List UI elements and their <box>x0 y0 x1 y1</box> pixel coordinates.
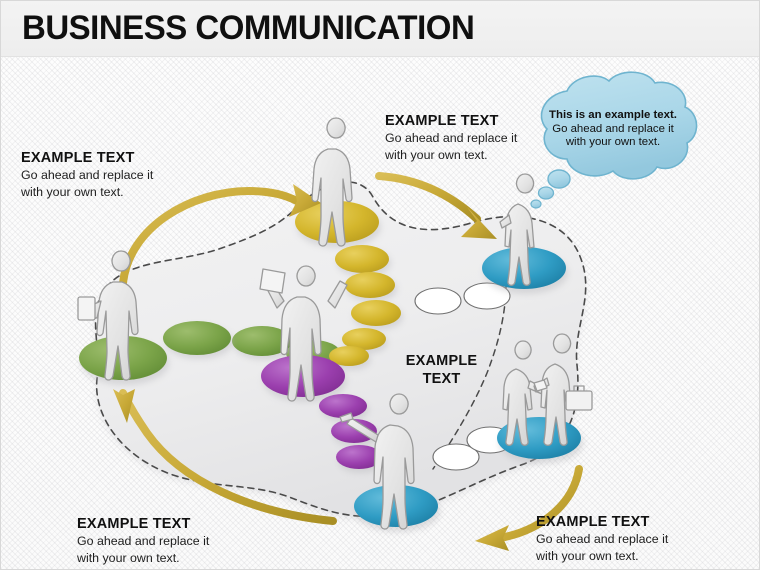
stone-white-1[interactable] <box>414 287 462 315</box>
callout-center[interactable]: EXAMPLE TEXT <box>384 352 499 388</box>
stone-gold-2[interactable] <box>335 245 391 277</box>
callout-top-line2: with your own text. <box>385 148 488 162</box>
thought-bubble <box>530 71 698 209</box>
arrow-left-to-top <box>119 184 321 287</box>
callout-bottom-right-line2: with your own text. <box>536 549 639 563</box>
callout-left[interactable]: EXAMPLE TEXT Go ahead and replace it wit… <box>21 150 153 200</box>
callout-center-line2: TEXT <box>422 371 461 387</box>
callout-left-line1: Go ahead and replace it <box>21 168 154 182</box>
callout-bottom-left-line1: Go ahead and replace it <box>77 534 210 548</box>
thought-bubble-dot-3 <box>530 199 542 209</box>
thought-bubble-line3: with your own text. <box>565 136 661 148</box>
callout-bottom-left-line2: with your own text. <box>77 551 180 565</box>
stone-white-2[interactable] <box>463 282 511 310</box>
thought-bubble-cloud <box>540 71 698 180</box>
stone-gold-3[interactable] <box>345 272 397 302</box>
stone-purple-2[interactable] <box>319 394 369 422</box>
thought-bubble-dot-1 <box>547 169 571 189</box>
stone-green-2[interactable] <box>163 321 233 359</box>
thought-bubble-text[interactable]: This is an example text. Go ahead and re… <box>537 109 689 150</box>
stone-gold-6[interactable] <box>329 346 371 370</box>
stone-gold-4[interactable] <box>351 300 403 330</box>
callout-left-heading: EXAMPLE TEXT <box>21 150 135 166</box>
page-title: BUSINESS COMMUNICATION <box>22 9 475 47</box>
figure-pair-teal[interactable] <box>502 333 593 446</box>
callout-top-line1: Go ahead and replace it <box>385 131 518 145</box>
callout-top[interactable]: EXAMPLE TEXT Go ahead and replace it wit… <box>385 113 517 163</box>
figure-bottom-teal[interactable] <box>339 393 415 530</box>
figure-pair-right <box>533 333 593 446</box>
arrow-bottom-to-left <box>113 389 337 525</box>
callout-left-line2: with your own text. <box>21 185 124 199</box>
callout-bottom-right-heading: EXAMPLE TEXT <box>536 514 650 530</box>
slide-header: BUSINESS COMMUNICATION <box>1 1 759 57</box>
thought-bubble-dot-2 <box>537 186 555 200</box>
figure-center-cheer[interactable] <box>259 265 348 402</box>
thought-bubble-line1: This is an example text. <box>549 109 677 121</box>
thought-bubble-line2: Go ahead and replace it <box>552 122 674 135</box>
callout-bottom-left[interactable]: EXAMPLE TEXT Go ahead and replace it wit… <box>77 516 209 566</box>
arrows-group <box>113 172 583 551</box>
stone-purple-4[interactable] <box>336 445 384 473</box>
callout-bottom-left-heading: EXAMPLE TEXT <box>77 516 191 532</box>
stone-white-3[interactable] <box>432 443 480 471</box>
figure-top-gold[interactable] <box>311 117 353 247</box>
callout-center-line1: EXAMPLE <box>405 353 478 369</box>
figures-group <box>77 117 593 530</box>
stone-green-3[interactable] <box>232 326 294 360</box>
figure-pair-left <box>502 340 545 446</box>
arrow-bottom-right-to-left <box>475 465 583 551</box>
callout-bottom-right-line1: Go ahead and replace it <box>536 532 669 546</box>
callout-top-heading: EXAMPLE TEXT <box>385 113 499 129</box>
figure-right-teal[interactable] <box>499 173 535 286</box>
arrow-top-to-right <box>375 172 497 239</box>
figure-left-green[interactable] <box>77 250 139 381</box>
callout-bottom-right[interactable]: EXAMPLE TEXT Go ahead and replace it wit… <box>536 514 668 564</box>
